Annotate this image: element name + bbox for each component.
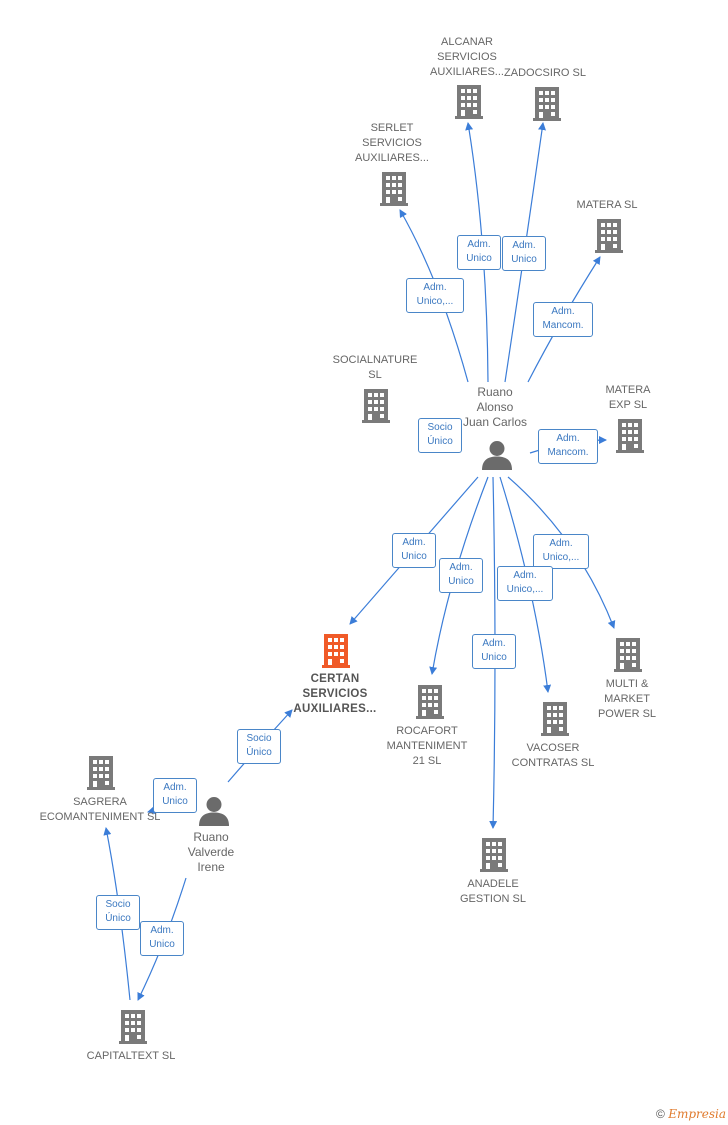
footer-watermark: © Empresia: [656, 1107, 726, 1121]
edge-label-irene-capital[interactable]: Adm.Unico: [140, 921, 184, 956]
building-icon-alcanar[interactable]: [455, 85, 483, 119]
edge-label-irene-sagrera[interactable]: Adm.Unico: [153, 778, 197, 813]
edge-label-matera[interactable]: Adm.Mancom.: [533, 302, 593, 337]
edge-label-matera-exp[interactable]: Adm.Mancom.: [538, 429, 598, 464]
edge-label-certan[interactable]: Adm.Unico: [392, 533, 436, 568]
node-label-capitaltext[interactable]: CAPITALTEXT SL: [86, 1050, 176, 1062]
node-label-zadocsiro[interactable]: ZADOCSIRO SL: [504, 67, 586, 79]
copyright-symbol: ©: [656, 1107, 665, 1121]
building-icon-serlet[interactable]: [380, 172, 408, 206]
building-icon-sagrera[interactable]: [87, 756, 115, 790]
person-icon-ruano-irene[interactable]: [199, 797, 229, 826]
building-icon-vacoser[interactable]: [541, 702, 569, 736]
building-icon-matera-exp[interactable]: [616, 419, 644, 453]
building-icon-socialnature[interactable]: [362, 389, 390, 423]
edge-label-alcanar[interactable]: Adm.Unico: [457, 235, 501, 270]
edge-label-rocafort[interactable]: Adm.Unico: [439, 558, 483, 593]
edge-label-serlet[interactable]: Adm.Unico,...: [406, 278, 464, 313]
person-icon-ruano-juan-carlos[interactable]: [482, 441, 512, 470]
node-label-matera[interactable]: MATERA SL: [576, 199, 638, 211]
edge-label-vacoser[interactable]: Adm.Unico,...: [497, 566, 553, 601]
building-icon-zadocsiro[interactable]: [533, 87, 561, 121]
building-icon-rocafort[interactable]: [416, 685, 444, 719]
building-icon-anadele[interactable]: [480, 838, 508, 872]
building-icon-capitaltext[interactable]: [119, 1010, 147, 1044]
edge-label-zadocsiro[interactable]: Adm.Unico: [502, 236, 546, 271]
edge-label-multi[interactable]: Adm.Unico,...: [533, 534, 589, 569]
building-icon-matera[interactable]: [595, 219, 623, 253]
edge-label-anadele[interactable]: Adm.Unico: [472, 634, 516, 669]
building-icon-certan-main[interactable]: [322, 634, 350, 668]
brand-logo-text: Empresia: [668, 1107, 726, 1121]
building-icon-multi[interactable]: [614, 638, 642, 672]
